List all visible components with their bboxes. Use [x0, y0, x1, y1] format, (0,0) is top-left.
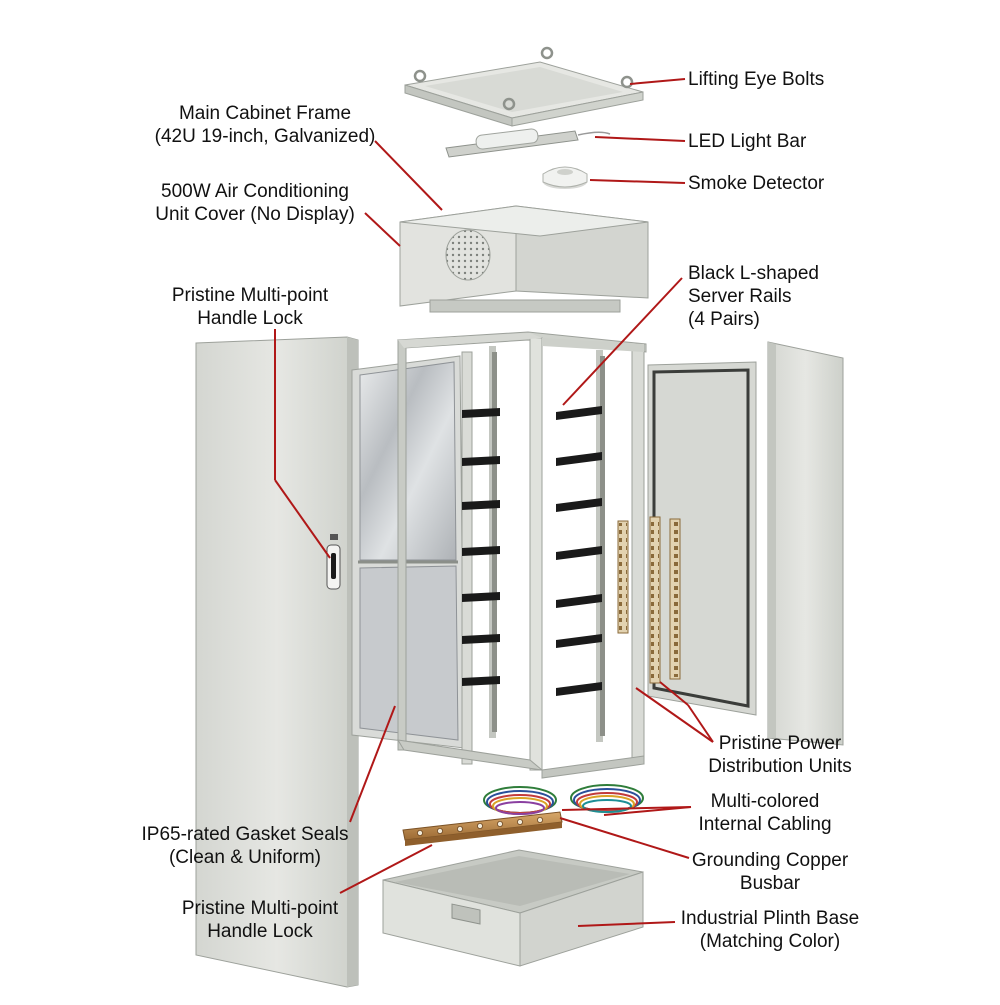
label-handle-lock-top: Pristine Multi-point Handle Lock: [171, 285, 329, 329]
label-ac-unit: 500W Air Conditioning Unit Cover (No Dis…: [155, 181, 355, 225]
led-light-bar: [445, 128, 611, 158]
power-distribution-units: [617, 516, 681, 684]
label-cabling: Multi-colored Internal Cabling: [698, 791, 832, 835]
air-conditioning-unit: [399, 205, 649, 313]
smoke-detector: [542, 166, 588, 189]
cable-coils: [483, 784, 644, 815]
right-door: [647, 361, 757, 716]
label-handle-lock-bottom: Pristine Multi-point Handle Lock: [181, 898, 339, 942]
label-server-rails: Black L-shaped Server Rails (4 Pairs): [688, 263, 819, 330]
leader-lines: [274, 78, 714, 927]
top-lid: [404, 61, 644, 127]
label-busbar: Grounding Copper Busbar: [691, 850, 849, 894]
main-cabinet-frame: [397, 331, 647, 779]
server-rails: [462, 406, 602, 696]
lifting-eye-bolts: [413, 46, 634, 111]
label-pdu: Pristine Power Distribution Units: [708, 733, 852, 777]
label-smoke-detector: Smoke Detector: [688, 173, 825, 194]
left-door: [195, 336, 359, 988]
label-main-cabinet-frame: Main Cabinet Frame (42U 19-inch, Galvani…: [154, 103, 376, 147]
copper-busbar: [402, 811, 563, 846]
gasket-panel: [351, 355, 465, 749]
label-led-light-bar: LED Light Bar: [688, 131, 807, 152]
side-panel: [767, 341, 844, 746]
label-lifting-eye-bolts: Lifting Eye Bolts: [688, 69, 825, 90]
plinth-base: [382, 849, 644, 967]
label-gasket-seals: IP65-rated Gasket Seals (Clean & Uniform…: [141, 824, 349, 868]
label-plinth-base: Industrial Plinth Base (Matching Color): [680, 908, 860, 952]
